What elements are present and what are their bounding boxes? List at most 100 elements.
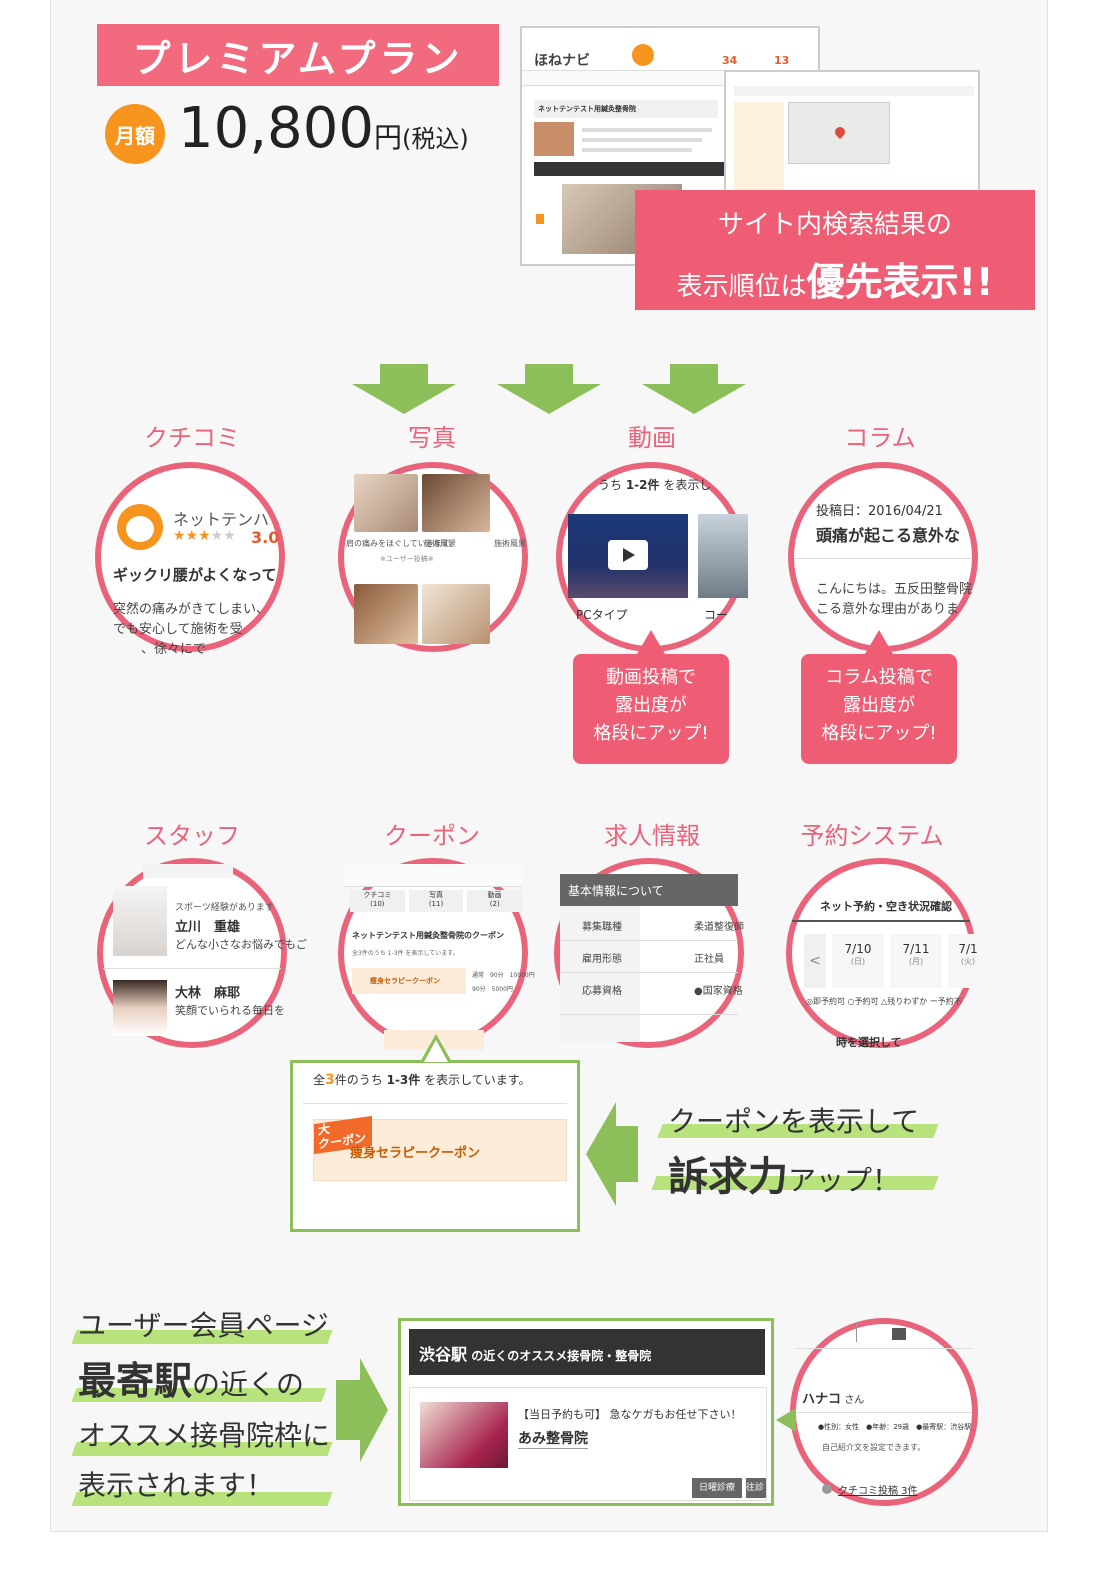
tab-review[interactable]: クチコミ(10) bbox=[350, 890, 405, 912]
coupon-list-count: 全3件のうち 1-3件 を表示しています。 bbox=[352, 950, 459, 957]
play-button[interactable] bbox=[608, 540, 648, 570]
feature-label-reservation: 予約システム bbox=[800, 822, 944, 850]
reservation-day[interactable]: 7/1 (火) bbox=[948, 934, 988, 988]
clinic-promo: 【当日予約も可】 急なケガもお任せ下さい！ bbox=[518, 1408, 742, 1421]
member-emphasis: 最寄駅 bbox=[78, 1359, 193, 1403]
job-circle: 基本情報について 募集職種 柔道整復師 雇用形態 正社員 応募資格 ●国家資格 bbox=[554, 858, 744, 1048]
reservation-day[interactable]: 7/10 (日) bbox=[832, 934, 884, 988]
member-line-2-suffix: の近くの bbox=[192, 1368, 305, 1401]
coupon-zoom-box: 全3件のうち 1-3件 を表示しています。 大クーポン 痩身セラピークーポン bbox=[290, 1060, 580, 1232]
staff-photo bbox=[113, 886, 167, 956]
clinic-photo bbox=[534, 122, 574, 156]
feature-label-video: 動画 bbox=[628, 424, 676, 452]
text-line bbox=[582, 128, 712, 132]
coupon-name: 痩身セラピークーポン bbox=[370, 977, 440, 985]
coupon-item[interactable]: 痩身セラピークーポン bbox=[352, 968, 466, 994]
divider bbox=[794, 558, 972, 559]
staff-2-text: 笑顔でいられる毎日を bbox=[175, 1004, 285, 1017]
feature-label-staff: スタッフ bbox=[144, 822, 240, 850]
review-count-link[interactable]: クチコミ投稿 3件 bbox=[838, 1486, 918, 1497]
gallery-photo bbox=[354, 584, 418, 644]
review-score: 3.0 bbox=[251, 528, 280, 547]
play-icon bbox=[623, 548, 635, 562]
coupon-top bbox=[344, 864, 522, 887]
video-count-prefix: うち bbox=[598, 478, 626, 492]
feature-label-job: 求人情報 bbox=[604, 822, 700, 850]
monthly-badge: 月額 bbox=[105, 104, 165, 164]
coupon-pitch-emphasis: 訴求力 bbox=[668, 1154, 788, 1200]
review-text-3: 、徐々にで bbox=[141, 642, 207, 657]
plan-title: プレミアムプラン bbox=[97, 24, 499, 86]
map-thumbnail bbox=[788, 102, 890, 164]
promo-emphasis: 優先表示!! bbox=[806, 260, 994, 304]
video-count: うち 1-2件 を表示し bbox=[598, 476, 711, 493]
job-value-1: 柔道整復師 bbox=[694, 922, 744, 933]
column-title: 頭痛が起こる意外な bbox=[816, 526, 961, 545]
job-header: 基本情報について bbox=[568, 884, 664, 898]
prev-week-button[interactable]: < bbox=[804, 934, 826, 988]
clinic-card[interactable]: 【当日予約も可】 急なケガもお任せ下さい！ あみ整骨院 日曜診療 往診 bbox=[409, 1387, 767, 1501]
divider bbox=[103, 968, 281, 969]
reservation-legend: ◎即予約可 ○予約可 △残りわずか ー予約不 bbox=[806, 997, 962, 1006]
user-face-icon bbox=[117, 504, 163, 550]
tab-photo[interactable]: 写真(11) bbox=[408, 890, 464, 912]
profile-intro: 自己紹介文を設定できます。 bbox=[822, 1443, 926, 1452]
station-header: 渋谷駅 の近くのオススメ接骨院・整骨院 bbox=[409, 1329, 765, 1375]
job-key-2: 雇用形態 bbox=[582, 954, 622, 965]
coupon-list-title: ネットテンテスト用鍼灸整骨院のクーポン bbox=[352, 931, 504, 940]
video-count-number: 1-2件 bbox=[625, 478, 660, 492]
coupon-pitch-suffix: アップ！ bbox=[788, 1164, 901, 1197]
sunday-clinic-badge: 日曜診療 bbox=[692, 1478, 742, 1498]
clinic-link[interactable]: あみ整骨院 bbox=[518, 1428, 588, 1449]
down-arrow-icon bbox=[642, 364, 746, 414]
staff-1-note: スポーツ経験があります bbox=[175, 903, 274, 913]
job-header-bar: 基本情報について bbox=[560, 874, 738, 906]
member-line-2: 最寄駅の近くの bbox=[78, 1350, 304, 1405]
coupon-zoom-item[interactable]: 大クーポン 痩身セラピークーポン bbox=[313, 1115, 567, 1181]
video-count-suffix: を表示し bbox=[659, 478, 712, 492]
callout-line: 露出度が bbox=[615, 695, 687, 716]
detail-header bbox=[734, 86, 974, 96]
station-name: 渋谷駅 bbox=[419, 1345, 468, 1364]
left-arrow-icon bbox=[586, 1102, 616, 1206]
home-visit-badge: 往診 bbox=[746, 1478, 766, 1498]
reservation-day[interactable]: 7/11 (月) bbox=[890, 934, 942, 988]
station-recommend-box: 渋谷駅 の近くのオススメ接骨院・整骨院 【当日予約も可】 急なケガもお任せ下さい… bbox=[398, 1318, 774, 1506]
site-logo: ほねナビ bbox=[534, 53, 590, 69]
staff-photo bbox=[113, 980, 167, 1036]
video-thumbnail[interactable] bbox=[568, 514, 688, 598]
text-line bbox=[582, 138, 702, 142]
tab-bar bbox=[534, 162, 724, 176]
down-arrow-icon bbox=[497, 364, 601, 414]
video-caption-1: PCタイプ bbox=[576, 608, 628, 622]
coupon-tabs: クチコミ(10) 写真(11) 動画(2) bbox=[350, 890, 523, 912]
job-key-3: 応募資格 bbox=[582, 986, 622, 997]
coupon-zoom-count: 全3件のうち 1-3件 を表示しています。 bbox=[313, 1072, 531, 1088]
camera-icon bbox=[892, 1328, 906, 1340]
gallery-photo bbox=[422, 474, 490, 532]
photo-note: ※ユーザー投稿※ bbox=[380, 555, 434, 563]
prev-arrow-icon[interactable] bbox=[536, 214, 544, 224]
column-circle: 投稿日：2016/04/21 頭痛が起こる意外な こんにちは。五反田整骨院 こる… bbox=[788, 462, 978, 652]
video-thumbnail[interactable] bbox=[698, 514, 748, 598]
job-value-3: ●国家資格 bbox=[694, 986, 743, 997]
review-icon bbox=[822, 1484, 832, 1494]
priority-display-promo: サイト内検索結果の 表示順位は優先表示!! bbox=[635, 190, 1035, 310]
count-1: 34 bbox=[722, 54, 738, 67]
photo-caption-1: 肩の痛みをほぐしていきます。 bbox=[346, 539, 457, 548]
photo-caption-2: 施術風景 bbox=[424, 539, 456, 548]
job-value-2: 正社員 bbox=[694, 954, 724, 965]
down-arrow-icon bbox=[352, 364, 456, 414]
price-tax: (税込) bbox=[401, 125, 469, 153]
logo-badge-icon bbox=[632, 44, 654, 66]
photo-caption-3: 施術風景 bbox=[494, 539, 526, 548]
callout-line: 露出度が bbox=[843, 695, 915, 716]
price-yen: 円 bbox=[373, 121, 402, 154]
detail-label-column bbox=[734, 102, 784, 194]
tab-video[interactable]: 動画(2) bbox=[467, 890, 523, 912]
staff-1-text: どんな小さなお悩みでもご bbox=[175, 938, 307, 951]
photo-circle: 肩の痛みをほぐしていきます。 施術風景 施術風景 ※ユーザー投稿※ bbox=[338, 462, 528, 652]
review-name: ネットテンハ bbox=[173, 510, 270, 529]
zoom-pointer bbox=[776, 1408, 796, 1432]
review-circle: ネットテンハ ★★★★★ 3.0 ギックリ腰がよくなって 突然の痛みがきてしまい… bbox=[95, 462, 285, 657]
